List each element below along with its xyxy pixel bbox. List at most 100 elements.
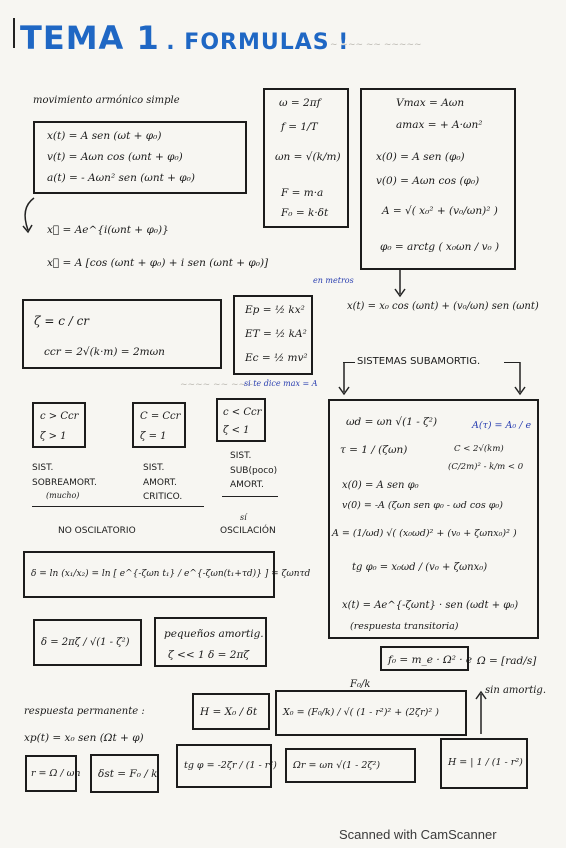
fo-formula: f₀ = m_e · Ω² · e [388, 654, 473, 666]
basic-f: f = 1/T [281, 121, 318, 133]
sub-resp: (respuesta transitoria) [350, 621, 459, 632]
arrow-up-icon [475, 690, 487, 734]
maxima-phi0: φ₀ = arctg ( x₀ωn / v₀ ) [380, 241, 500, 253]
sub-tau: τ = 1 / (ζωn) [340, 444, 408, 456]
maxima-box: Vmax = Aωn amax = + A·ωn² x(0) = A sen (… [360, 88, 516, 270]
basic-box: ω = 2πf f = 1/T ωn = √(k/m) F = m·a F₀ =… [263, 88, 349, 228]
log-decrement: δ = ln (x₁/x₂) = ln [ e^{-ζωn t₁} / e^{-… [31, 569, 311, 579]
basic-F0: F₀ = k·δt [281, 207, 329, 219]
dst-box: δst = F₀ / k [90, 754, 159, 793]
case-under-l1: SIST. [230, 451, 252, 461]
case-under-l3: AMORT. [230, 480, 264, 490]
mas-v: v(t) = Aωn cos (ωnt + φ₀) [47, 151, 183, 163]
no-oscillatory-label: NO OSCILATORIO [58, 526, 136, 536]
under-brace [32, 506, 204, 507]
ccr-def: ccr = 2√(k·m) = 2mωn [44, 346, 165, 358]
sin-amortig: sin amortig. [485, 685, 546, 696]
mas-a: a(t) = - Aωn² sen (ωnt + φ₀) [47, 172, 195, 184]
case-crit-l3: CRITICO. [143, 492, 183, 502]
maxima-A: A = √( x₀² + (v₀/ωn)² ) [382, 205, 498, 217]
sub-v0: v(0) = -A (ζωn sen φ₀ - ωd cos φ₀) [342, 500, 503, 511]
small-damp-l1: pequeños amortig. [164, 628, 264, 640]
small-damping-box: pequeños amortig. ζ << 1 δ = 2πζ [154, 617, 267, 667]
case-crit-l1: SIST. [143, 463, 165, 473]
energy-Ep: Ep = ½ kx² [245, 304, 305, 316]
F0k-label: F₀/k [350, 679, 371, 690]
log-decrement-box: δ = ln (x₁/x₂) = ln [ e^{-ζωn t₁} / e^{-… [23, 551, 310, 598]
small-damp-l2: ζ << 1 δ = 2πζ [168, 649, 250, 661]
case-crit-c1: C = Ccr [140, 411, 181, 422]
zeta-def: ζ = c / cr [34, 314, 90, 328]
margin-line [13, 18, 15, 48]
case-under-c2: ζ < 1 [223, 425, 250, 436]
sub-wd: ωd = ωn √(1 - ζ²) [346, 416, 438, 428]
dst-formula: δst = F₀ / k [98, 768, 158, 780]
energy-footnote: si te dice max = A [244, 379, 318, 388]
subamort-box: ωd = ωn √(1 - ζ²) A(τ) = A₀ / e τ = 1 / … [328, 399, 539, 639]
basic-w: ω = 2πf [279, 97, 321, 109]
mas-x: x(t) = A sen (ωt + φ₀) [47, 130, 162, 142]
energy-Et: ET = ½ kA² [245, 328, 307, 340]
tgphi-formula: tg φ = -2ζr / (1 - r²) [184, 760, 277, 771]
delta-box: δ = 2πζ / √(1 - ζ²) [33, 619, 142, 666]
bracket-line [504, 362, 520, 363]
maxima-x0: x(0) = A sen (φ₀) [376, 151, 465, 163]
mas-box: x(t) = A sen (ωt + φ₀) v(t) = Aωn cos (ω… [33, 121, 247, 194]
tgphi-box: tg φ = -2ζr / (1 - r²) [176, 744, 277, 788]
damping-box: ζ = c / cr ccr = 2√(k·m) = 2mωn [22, 299, 222, 369]
Hsin-formula: H = | 1 / (1 - r²) | [448, 757, 530, 768]
case-over-l1: SIST. [32, 463, 54, 473]
sub-A: A = (1/ωd) √( (x₀ωd)² + (v₀ + ζωnx₀)² ) [332, 528, 517, 539]
sub-tg: tg φ₀ = x₀ωd / (v₀ + ζωnx₀) [352, 562, 488, 573]
mas-complex-1: x⃗ = Ae^{i(ωnt + φ₀)} [47, 224, 169, 236]
mas-heading: movimiento armónico simple [33, 95, 180, 106]
subamort-heading: SISTEMAS SUBAMORTIG. [357, 356, 481, 367]
oscillation-si: sí [240, 513, 247, 522]
H-box: H = X₀ / δt [192, 693, 270, 730]
sub-x0: x(0) = A sen φ₀ [342, 480, 419, 491]
case-under-box: c < Ccr ζ < 1 [216, 398, 266, 442]
case-over-l2: SOBREAMORT. [32, 478, 97, 488]
basic-wn: ωn = √(k/m) [275, 151, 341, 163]
sub-At: A(τ) = A₀ / e [472, 420, 532, 431]
energy-box: Ep = ½ kx² ET = ½ kA² Ec = ½ mv² [233, 295, 313, 375]
case-over-c2: ζ > 1 [40, 431, 67, 442]
Hsin-box: H = | 1 / (1 - r²) | [440, 738, 530, 789]
X0-formula: X₀ = (F₀/k) / √( (1 - r²)² + (2ζr)² ) [283, 707, 439, 718]
permanent-response-label: respuesta permanente : [24, 706, 145, 717]
case-over-c1: c > Ccr [40, 411, 79, 422]
case-crit-l2: AMORT. [143, 478, 177, 488]
fo-box: f₀ = m_e · Ω² · e [380, 646, 473, 671]
H-formula: H = X₀ / δt [200, 706, 258, 718]
omega-units: Ω = [rad/s] [477, 655, 537, 667]
maxima-v0: v(0) = Aωn cos (φ₀) [376, 175, 480, 187]
case-over-l3: (mucho) [46, 491, 80, 500]
bleed-through: ~ ~~~ ~~ ~~~~~ [330, 40, 422, 50]
energy-Ec: Ec = ½ mv² [245, 352, 308, 364]
delta-formula: δ = 2πζ / √(1 - ζ²) [41, 637, 130, 648]
xp-formula: xp(t) = x₀ sen (Ωt + φ) [24, 732, 144, 744]
oscillation-label: OSCILACIÓN [220, 526, 276, 536]
vmax: Vmax = Aωn [396, 97, 465, 109]
maxima-solution: x(t) = x₀ cos (ωnt) + (v₀/ωn) sen (ωnt) [347, 301, 539, 312]
Or-box: Ωr = ωn √(1 - 2ζ²) [285, 748, 416, 783]
basic-F: F = m·a [281, 187, 324, 199]
bracket-line [343, 362, 355, 363]
case-under-l2: SUB(poco) [230, 466, 278, 476]
arrow-down-icon [514, 362, 526, 396]
r-formula: r = Ω / ωn [31, 768, 81, 779]
case-under-c1: c < Ccr [223, 407, 262, 418]
case-over-box: c > Ccr ζ > 1 [32, 402, 86, 448]
arrow-down-icon [394, 270, 406, 298]
sub-cond1: C < 2√(km) [454, 444, 504, 454]
case-crit-box: C = Ccr ζ = 1 [132, 402, 186, 448]
energy-note: en metros [313, 276, 354, 285]
Or-formula: Ωr = ωn √(1 - 2ζ²) [293, 760, 381, 771]
page-title: TEMA 1 . FORMULAS ! [20, 22, 349, 54]
under-brace [222, 496, 278, 497]
curved-arrow-icon [22, 197, 35, 234]
scanner-footer: Scanned with CamScanner [339, 827, 497, 842]
title-sub: . FORMULAS ! [166, 30, 350, 55]
r-box: r = Ω / ωn [25, 755, 81, 792]
sub-cond2: (C/2m)² - k/m < 0 [448, 462, 524, 472]
